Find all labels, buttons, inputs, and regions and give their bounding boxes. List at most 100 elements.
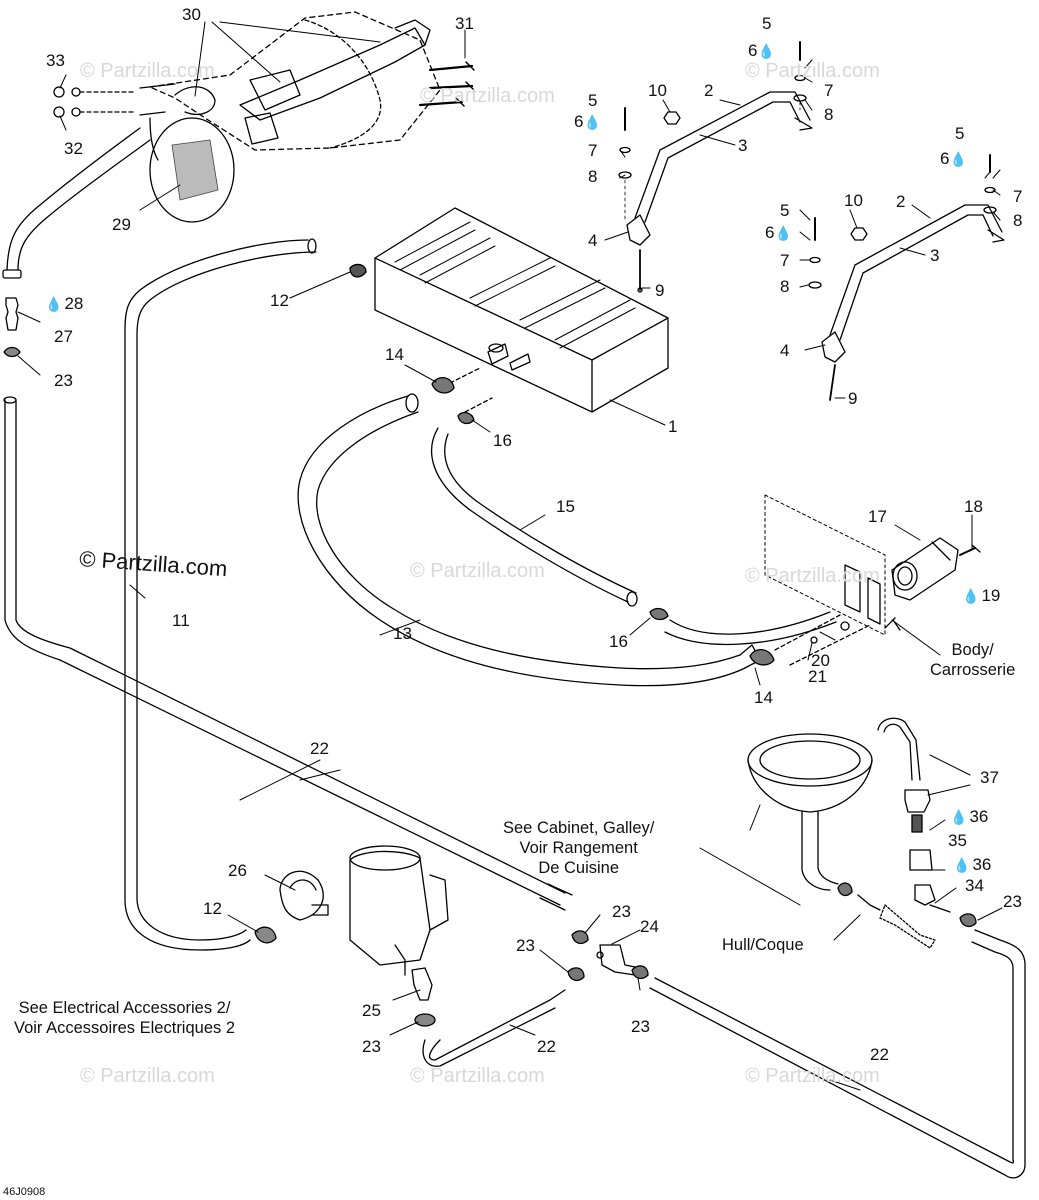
oil-drop-icon: 💧 (583, 114, 601, 130)
callout-36-number: 36 (972, 855, 992, 874)
water-tank (374, 207, 669, 425)
callout-6: 6💧 (765, 224, 794, 242)
note-cabinet-line2: Voir Rangement (519, 839, 638, 857)
note-cabinet-galley: See Cabinet, Galley/ Voir Rangement De C… (503, 818, 654, 878)
callout-5: 5 (762, 14, 772, 33)
note-hull: Hull/Coque (722, 936, 804, 954)
deck-fill (764, 494, 981, 644)
oil-drop-icon: 💧 (950, 809, 968, 825)
oil-drop-icon: 💧 (774, 225, 792, 241)
vent-hose (2, 127, 573, 911)
callout-2: 2 (704, 81, 714, 100)
watermark: © Partzilla.com (80, 60, 215, 82)
callout-21: 21 (808, 667, 827, 686)
callout-3: 3 (930, 246, 940, 265)
callout-6-number: 6 (765, 223, 775, 242)
callout-27: 27 (54, 327, 73, 346)
callout-3: 3 (738, 136, 748, 155)
callout-6: 6💧 (940, 150, 969, 168)
fill-hoses (297, 393, 871, 687)
sink-assembly (747, 717, 951, 949)
oil-drop-icon: 💧 (757, 43, 775, 59)
callout-8: 8 (588, 167, 598, 186)
callout-25: 25 (362, 1001, 381, 1020)
note-cabinet-line3: De Cuisine (538, 859, 620, 877)
oil-drop-icon: 💧 (953, 857, 971, 873)
callout-29: 29 (112, 215, 131, 234)
callout-15: 15 (556, 497, 575, 516)
callout-4: 4 (780, 341, 790, 360)
tank-strap-lower (808, 154, 1005, 401)
callout-36: 💧36 (953, 856, 991, 874)
note-electrical-line1: See Electrical Accessories 2/ (18, 999, 231, 1017)
callout-36-number: 36 (969, 807, 989, 826)
callout-16: 16 (609, 632, 628, 651)
callout-20: 20 (811, 651, 830, 670)
callout-9: 9 (655, 281, 665, 300)
callout-7: 7 (780, 251, 790, 270)
callout-8: 8 (1013, 211, 1023, 230)
callout-19-number: 19 (981, 586, 1001, 605)
callout-1: 1 (668, 417, 678, 436)
note-cabinet-line1: See Cabinet, Galley/ (503, 819, 655, 837)
callout-23: 23 (1003, 892, 1022, 911)
callout-12: 12 (203, 899, 222, 918)
callout-23: 23 (362, 1037, 381, 1056)
callout-23: 23 (612, 902, 631, 921)
callout-9: 9 (848, 389, 858, 408)
callout-14: 14 (385, 345, 404, 364)
note-electrical: See Electrical Accessories 2/ Voir Acces… (14, 998, 235, 1038)
callout-19: 💧19 (962, 587, 1000, 605)
note-body-line1: Body/ (951, 641, 994, 659)
watermark: © Partzilla.com (745, 1065, 880, 1087)
tank-strap-upper (618, 41, 813, 293)
callout-17: 17 (868, 507, 887, 526)
watermark: © Partzilla.com (410, 560, 545, 582)
callout-13: 13 (393, 624, 412, 643)
callout-8: 8 (824, 105, 834, 124)
callout-6-number: 6 (940, 149, 950, 168)
callout-31: 31 (455, 14, 474, 33)
callout-28: 💧28 (45, 295, 83, 313)
callout-33: 33 (46, 51, 65, 70)
callout-23: 23 (54, 371, 73, 390)
callout-2: 2 (896, 192, 906, 211)
watermark: © Partzilla.com (745, 565, 880, 587)
note-body: Body/ Carrosserie (930, 640, 1015, 680)
callout-26: 26 (228, 861, 247, 880)
callout-23: 23 (631, 1017, 650, 1036)
callout-36: 💧36 (950, 808, 988, 826)
note-body-line2: Carrosserie (930, 661, 1016, 679)
callout-32: 32 (64, 139, 83, 158)
callout-12: 12 (270, 291, 289, 310)
callout-4: 4 (588, 231, 598, 250)
callout-34: 34 (965, 876, 984, 895)
callout-23: 23 (516, 936, 535, 955)
callout-37: 37 (980, 768, 999, 787)
watermark: © Partzilla.com (410, 1065, 545, 1087)
oil-drop-icon: 💧 (949, 151, 967, 167)
callout-30: 30 (182, 5, 201, 24)
oil-drop-icon: 💧 (962, 588, 980, 604)
callout-11: 11 (172, 611, 190, 630)
callout-6: 6💧 (574, 113, 603, 131)
callout-7: 7 (1013, 187, 1023, 206)
callout-6-number: 6 (574, 112, 584, 131)
watermark: © Partzilla.com (745, 60, 880, 82)
callout-7: 7 (588, 141, 598, 160)
note-electrical-line2: Voir Accessoires Electriques 2 (14, 1019, 236, 1037)
callout-24: 24 (640, 917, 659, 936)
callout-16: 16 (493, 431, 512, 450)
overflow-hose (124, 238, 367, 951)
callout-7: 7 (824, 81, 834, 100)
watermark: © Partzilla.com (80, 1065, 215, 1087)
callout-22: 22 (310, 739, 329, 758)
callout-22: 22 (870, 1045, 889, 1064)
callout-10: 10 (844, 191, 863, 210)
callout-5: 5 (955, 124, 965, 143)
oil-drop-icon: 💧 (45, 296, 63, 312)
callout-5: 5 (588, 91, 598, 110)
callout-14: 14 (754, 688, 773, 707)
